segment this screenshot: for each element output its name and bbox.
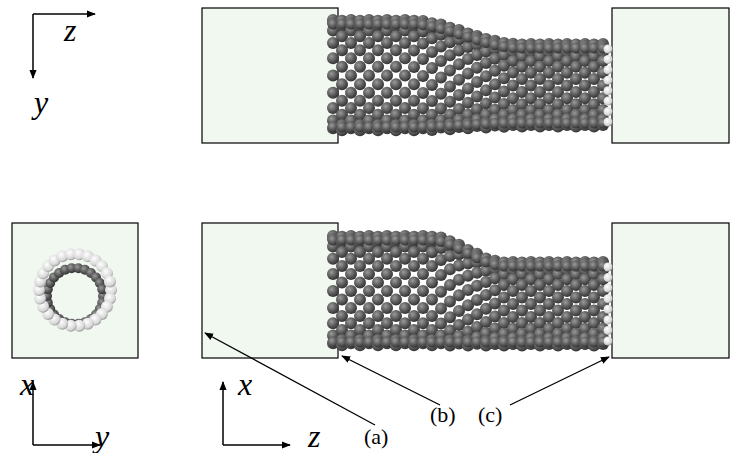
atom: [372, 78, 384, 90]
atom: [399, 87, 411, 99]
atom: [399, 285, 411, 297]
atom: [104, 275, 116, 287]
atom: [408, 276, 420, 288]
axis-label: x: [238, 368, 252, 400]
atom: [604, 65, 613, 74]
atom: [604, 263, 613, 272]
atom: [363, 70, 375, 82]
atom: [372, 61, 384, 73]
atom: [604, 337, 613, 346]
atom: [345, 87, 357, 99]
callout-label: (b): [430, 404, 456, 426]
axis-label: z: [64, 14, 76, 46]
nanotube: [33, 14, 613, 352]
atom: [604, 86, 613, 95]
atom: [604, 55, 613, 64]
callout-label: (a): [364, 426, 388, 448]
atom: [327, 302, 339, 314]
atom: [363, 302, 375, 314]
atom: [604, 76, 613, 85]
atom: [372, 276, 384, 288]
atom: [399, 302, 411, 314]
axis-label: y: [95, 420, 109, 452]
atom: [399, 52, 411, 64]
atom: [604, 118, 613, 127]
leader-lines: [205, 333, 609, 425]
axis-label: z: [308, 420, 320, 452]
atom: [604, 326, 613, 335]
atom: [327, 285, 339, 297]
atom: [390, 294, 402, 306]
atom: [390, 78, 402, 90]
atom: [327, 87, 339, 99]
atom: [336, 61, 348, 73]
atom: [336, 78, 348, 90]
atom: [604, 45, 613, 54]
callout-label: (c): [478, 404, 502, 426]
atom: [327, 268, 339, 280]
atom: [604, 305, 613, 314]
atom: [345, 285, 357, 297]
atom: [399, 70, 411, 82]
atom: [363, 285, 375, 297]
atom: [381, 52, 393, 64]
atom: [336, 276, 348, 288]
atom: [354, 276, 366, 288]
atom: [354, 78, 366, 90]
atom: [345, 52, 357, 64]
atom: [336, 294, 348, 306]
atom: [417, 285, 429, 297]
atom: [604, 284, 613, 293]
atom: [381, 70, 393, 82]
atom: [363, 52, 375, 64]
atom: [604, 294, 613, 303]
atom: [417, 268, 429, 280]
atom: [408, 294, 420, 306]
atom: [604, 315, 613, 324]
atom: [354, 61, 366, 73]
axes: [33, 14, 290, 445]
atom: [363, 268, 375, 280]
atom: [345, 268, 357, 280]
atom: [363, 87, 375, 99]
region-boxes: [12, 8, 729, 358]
atom: [354, 294, 366, 306]
axis-label: y: [34, 86, 48, 118]
atom: [390, 61, 402, 73]
axis-label: x: [20, 368, 34, 400]
atom: [417, 87, 429, 99]
atom: [408, 78, 420, 90]
atom: [417, 302, 429, 314]
atom: [408, 61, 420, 73]
atom: [604, 107, 613, 116]
atom: [381, 302, 393, 314]
atom: [381, 285, 393, 297]
atom: [345, 302, 357, 314]
atom: [381, 87, 393, 99]
atom: [604, 273, 613, 282]
atom: [372, 294, 384, 306]
atom: [604, 97, 613, 106]
atom: [381, 268, 393, 280]
atom: [345, 70, 357, 82]
atom: [399, 268, 411, 280]
atom: [390, 276, 402, 288]
atom: [327, 70, 339, 82]
atom: [327, 52, 339, 64]
